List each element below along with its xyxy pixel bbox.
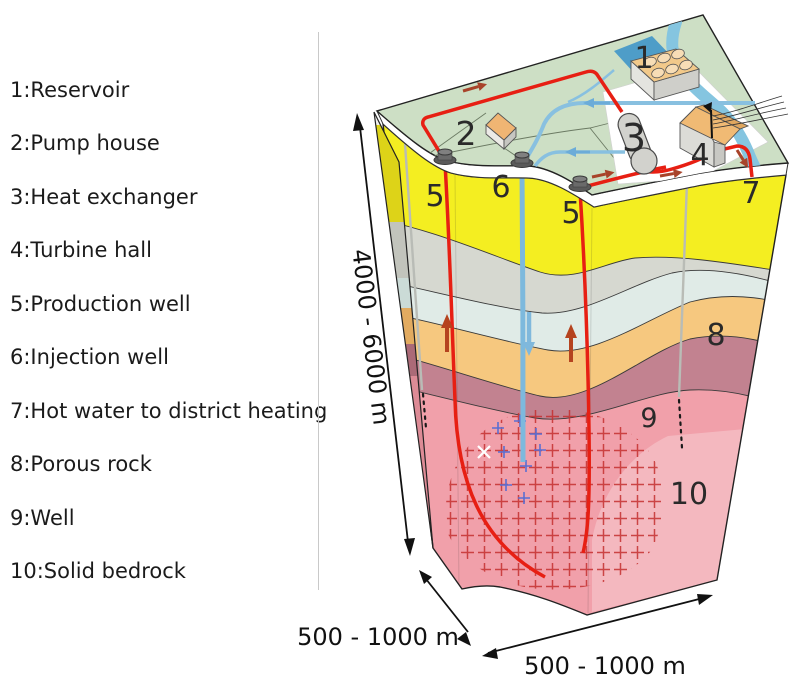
cooling-unit — [630, 48, 700, 102]
legend-item-well: 9:Well — [10, 506, 75, 530]
wellhead-production-left — [433, 148, 457, 165]
exploration-well-right-dashed — [677, 398, 684, 450]
label-production-left: 5 — [425, 179, 444, 214]
exploration-well-left-dashed — [421, 392, 428, 430]
label-production-right: 5 — [561, 196, 580, 231]
wellhead-injection — [510, 151, 534, 168]
pump-house — [485, 112, 517, 151]
power-lines — [712, 95, 789, 129]
legend-item-turbine-hall: 4:Turbine hall — [10, 238, 152, 262]
legend-item-reservoir: 1:Reservoir — [10, 78, 130, 102]
cold-flow-arrow-1 — [583, 98, 610, 108]
wellheads — [433, 148, 592, 192]
exploration-well-left — [403, 143, 424, 391]
label-heat-exchanger: 3 — [622, 116, 646, 160]
number-labels: 1 2 3 4 5 6 5 7 8 9 10 — [425, 41, 760, 512]
base-right-dimension-text: 500 - 1000 m — [524, 652, 686, 680]
dimension-base-right: 500 - 1000 m — [482, 594, 713, 680]
dimension-base-left: 500 - 1000 m — [297, 570, 471, 651]
label-reservoir: 1 — [634, 41, 653, 76]
cold-secondary-pipe — [533, 150, 625, 168]
wellhead-production-right — [568, 175, 592, 192]
hot-flow-arrow-2 — [591, 169, 615, 179]
legend-item-heat-exchanger: 3:Heat exchanger — [10, 185, 198, 209]
label-porous-rock: 8 — [706, 318, 725, 353]
depth-dimension-text: 4000 - 6000 m — [346, 247, 395, 426]
label-injection-well: 6 — [491, 170, 510, 205]
label-district-heating: 7 — [741, 176, 760, 211]
label-pump-house: 2 — [456, 114, 477, 153]
upflow-arrow-left — [441, 314, 453, 352]
exploration-well-right — [677, 181, 689, 398]
power-pole — [710, 109, 713, 139]
heat-exchanger-unit — [617, 112, 658, 175]
legend-item-production-well: 5:Production well — [10, 292, 191, 316]
white-cross-marker — [477, 445, 491, 459]
reservoir — [614, 36, 673, 74]
pole-flag — [703, 102, 712, 113]
cold-water-pipes — [520, 69, 755, 168]
legend-divider — [318, 32, 319, 590]
legend-item-solid-bedrock: 10:Solid bedrock — [10, 559, 186, 583]
power-transmission — [703, 95, 789, 139]
base-left-dimension-text: 500 - 1000 m — [297, 623, 459, 651]
hot-flow-arrow-4 — [735, 149, 749, 168]
injection-well-pipe — [519, 167, 526, 463]
production-well-pipe-right — [578, 189, 591, 554]
left-side-face — [373, 111, 434, 549]
cold-flow-arrow-2 — [565, 147, 590, 157]
legend-item-pump-house: 2:Pump house — [10, 131, 160, 155]
label-solid-bedrock: 10 — [670, 477, 708, 512]
cold-main-pipe — [520, 101, 755, 167]
legend-item-injection-well: 6:Injection well — [10, 345, 169, 369]
cooling-vents — [643, 48, 693, 79]
downflow-arrow-injection — [523, 312, 535, 356]
fracture-zone — [446, 408, 664, 590]
hot-flow-arrow-3 — [659, 169, 683, 179]
reservoir-feed-pipe — [567, 69, 615, 104]
label-well: 9 — [640, 403, 657, 434]
label-turbine-hall: 4 — [690, 138, 709, 173]
production-well-pipe-left — [443, 162, 546, 579]
legend-item-district-heating: 7:Hot water to district heating — [10, 399, 328, 423]
upflow-arrow-right — [565, 324, 577, 362]
legend-item-porous-rock: 8:Porous rock — [10, 452, 152, 476]
hot-flow-arrow-1 — [462, 82, 488, 93]
hot-loop-pipe — [421, 69, 624, 162]
